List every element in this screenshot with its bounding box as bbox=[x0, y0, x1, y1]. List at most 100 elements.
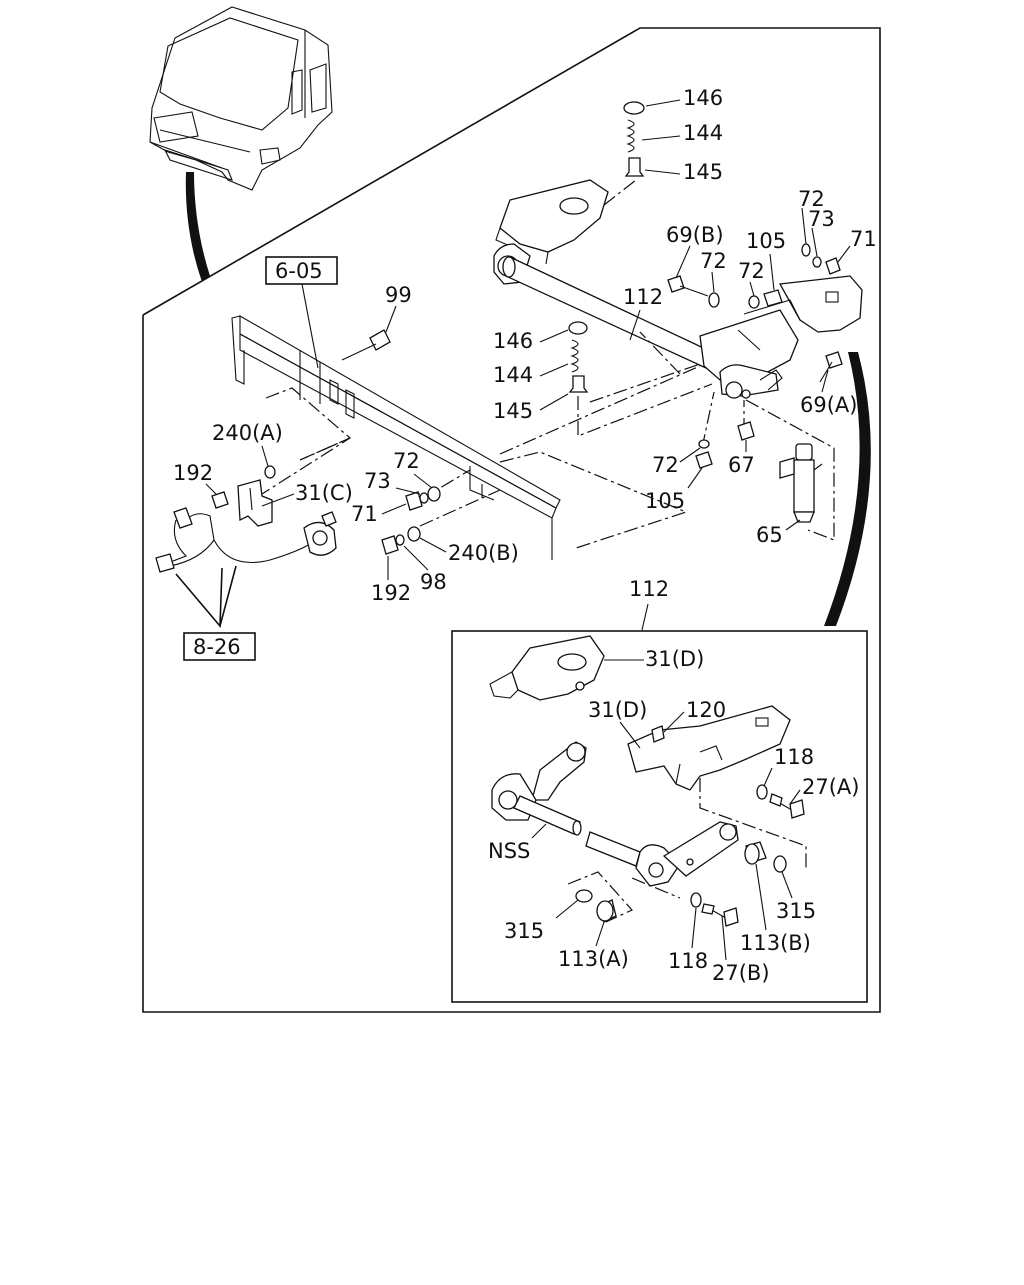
leader bbox=[679, 447, 701, 463]
inset-callout-315-a[interactable]: 315 bbox=[504, 919, 544, 943]
nut-71 bbox=[405, 491, 423, 511]
inset-callout-118-b[interactable]: 118 bbox=[668, 949, 708, 973]
center-line bbox=[499, 365, 701, 455]
right-bracket-assembly bbox=[699, 275, 863, 399]
callout-72-a[interactable]: 72 bbox=[798, 187, 825, 211]
ref-8-26-box[interactable] bbox=[183, 632, 256, 661]
bolt-69b bbox=[667, 275, 709, 297]
leader bbox=[395, 487, 421, 495]
inset-pointer-arrow bbox=[824, 352, 871, 626]
leader bbox=[413, 473, 433, 489]
inset-callout-27b[interactable]: 27(B) bbox=[712, 961, 770, 985]
callout-240b[interactable]: 240(B) bbox=[448, 541, 519, 565]
spring-pin-assembly-mid bbox=[568, 321, 589, 393]
inset-title-112[interactable]: 112 bbox=[629, 577, 669, 601]
center-line bbox=[577, 383, 713, 437]
wire-harness bbox=[155, 507, 337, 573]
leader bbox=[555, 899, 579, 919]
washer-72 bbox=[748, 295, 760, 309]
callout-69a[interactable]: 69(A) bbox=[800, 393, 857, 417]
callout-192-a[interactable]: 192 bbox=[173, 461, 213, 485]
washer-72 bbox=[801, 243, 811, 257]
center-line bbox=[567, 871, 633, 923]
bolt-27b bbox=[701, 903, 739, 927]
inset-detail-box bbox=[451, 630, 868, 1003]
leader bbox=[205, 483, 217, 495]
leader bbox=[769, 253, 775, 291]
callout-73-a[interactable]: 73 bbox=[808, 207, 835, 231]
callout-112[interactable]: 112 bbox=[623, 285, 663, 309]
harness-ref-pointers bbox=[175, 567, 223, 629]
leader bbox=[385, 305, 397, 333]
washer-72 bbox=[708, 292, 720, 308]
center-line bbox=[745, 399, 835, 541]
leader bbox=[301, 283, 319, 369]
bushing-113a bbox=[596, 899, 617, 923]
callout-67[interactable]: 67 bbox=[728, 453, 755, 477]
ref-6-05-box[interactable] bbox=[265, 256, 338, 285]
callout-72-c[interactable]: 72 bbox=[738, 259, 765, 283]
inset-callout-nss[interactable]: NSS bbox=[488, 839, 530, 863]
upper-left-bracket bbox=[493, 179, 609, 285]
callout-98[interactable]: 98 bbox=[420, 570, 447, 594]
leader bbox=[641, 603, 649, 631]
callout-65[interactable]: 65 bbox=[756, 523, 783, 547]
callout-69b[interactable]: 69(B) bbox=[666, 223, 724, 247]
callout-145-mid[interactable]: 145 bbox=[493, 399, 533, 423]
leader bbox=[641, 135, 681, 141]
leader bbox=[531, 823, 547, 839]
inset-callout-113a[interactable]: 113(A) bbox=[558, 947, 629, 971]
callout-71-a[interactable]: 71 bbox=[850, 227, 877, 251]
center-line bbox=[261, 437, 351, 495]
ref-8-26-label: 8-26 bbox=[193, 635, 241, 659]
inset-callout-27a[interactable]: 27(A) bbox=[802, 775, 859, 799]
bracket-31c bbox=[237, 479, 273, 527]
inset-callout-315-b[interactable]: 315 bbox=[776, 899, 816, 923]
leader bbox=[755, 863, 767, 931]
inset-callout-118-a[interactable]: 118 bbox=[774, 745, 814, 769]
leader bbox=[261, 445, 269, 467]
center-line bbox=[631, 877, 681, 899]
inset-callout-120[interactable]: 120 bbox=[686, 698, 726, 722]
callout-105-top[interactable]: 105 bbox=[746, 229, 786, 253]
leader bbox=[539, 393, 569, 411]
lock-washer-98 bbox=[395, 534, 405, 546]
leader bbox=[821, 369, 829, 393]
callout-72-d[interactable]: 72 bbox=[393, 449, 420, 473]
nut-192 bbox=[211, 491, 229, 509]
washer-72 bbox=[698, 439, 710, 449]
inset-callout-113b[interactable]: 113(B) bbox=[740, 931, 811, 955]
callout-192-b[interactable]: 192 bbox=[371, 581, 411, 605]
inset-callout-31d-a[interactable]: 31(D) bbox=[645, 647, 704, 671]
callout-145-top[interactable]: 145 bbox=[683, 160, 723, 184]
bolt-105 bbox=[763, 289, 783, 307]
callout-72-e[interactable]: 72 bbox=[652, 453, 679, 477]
inset-callout-31d-b[interactable]: 31(D) bbox=[588, 698, 647, 722]
washer-118 bbox=[756, 784, 768, 800]
leader bbox=[403, 545, 429, 571]
leader bbox=[539, 363, 569, 377]
leader bbox=[749, 281, 755, 297]
center-line bbox=[699, 778, 807, 868]
callout-144-top[interactable]: 144 bbox=[683, 121, 723, 145]
callout-144-mid[interactable]: 144 bbox=[493, 363, 533, 387]
lock-washer-73 bbox=[812, 256, 822, 268]
callout-105-bot[interactable]: 105 bbox=[645, 489, 685, 513]
callout-146-top[interactable]: 146 bbox=[683, 86, 723, 110]
inset-stabilizer-nss bbox=[491, 741, 739, 887]
callout-73-b[interactable]: 73 bbox=[364, 469, 391, 493]
callout-99[interactable]: 99 bbox=[385, 283, 412, 307]
inset-bracket-31d-left bbox=[489, 635, 605, 701]
callout-71-b[interactable]: 71 bbox=[351, 502, 378, 526]
callout-31c[interactable]: 31(C) bbox=[295, 481, 353, 505]
callout-240a[interactable]: 240(A) bbox=[212, 421, 283, 445]
center-line bbox=[589, 363, 701, 403]
ref-6-05-label: 6-05 bbox=[275, 259, 323, 283]
bolt-120 bbox=[651, 725, 665, 743]
cylinder-65 bbox=[779, 443, 823, 523]
callout-72-b[interactable]: 72 bbox=[700, 249, 727, 273]
center-line bbox=[603, 179, 637, 206]
washer-240b bbox=[407, 526, 421, 542]
callout-146-mid[interactable]: 146 bbox=[493, 329, 533, 353]
